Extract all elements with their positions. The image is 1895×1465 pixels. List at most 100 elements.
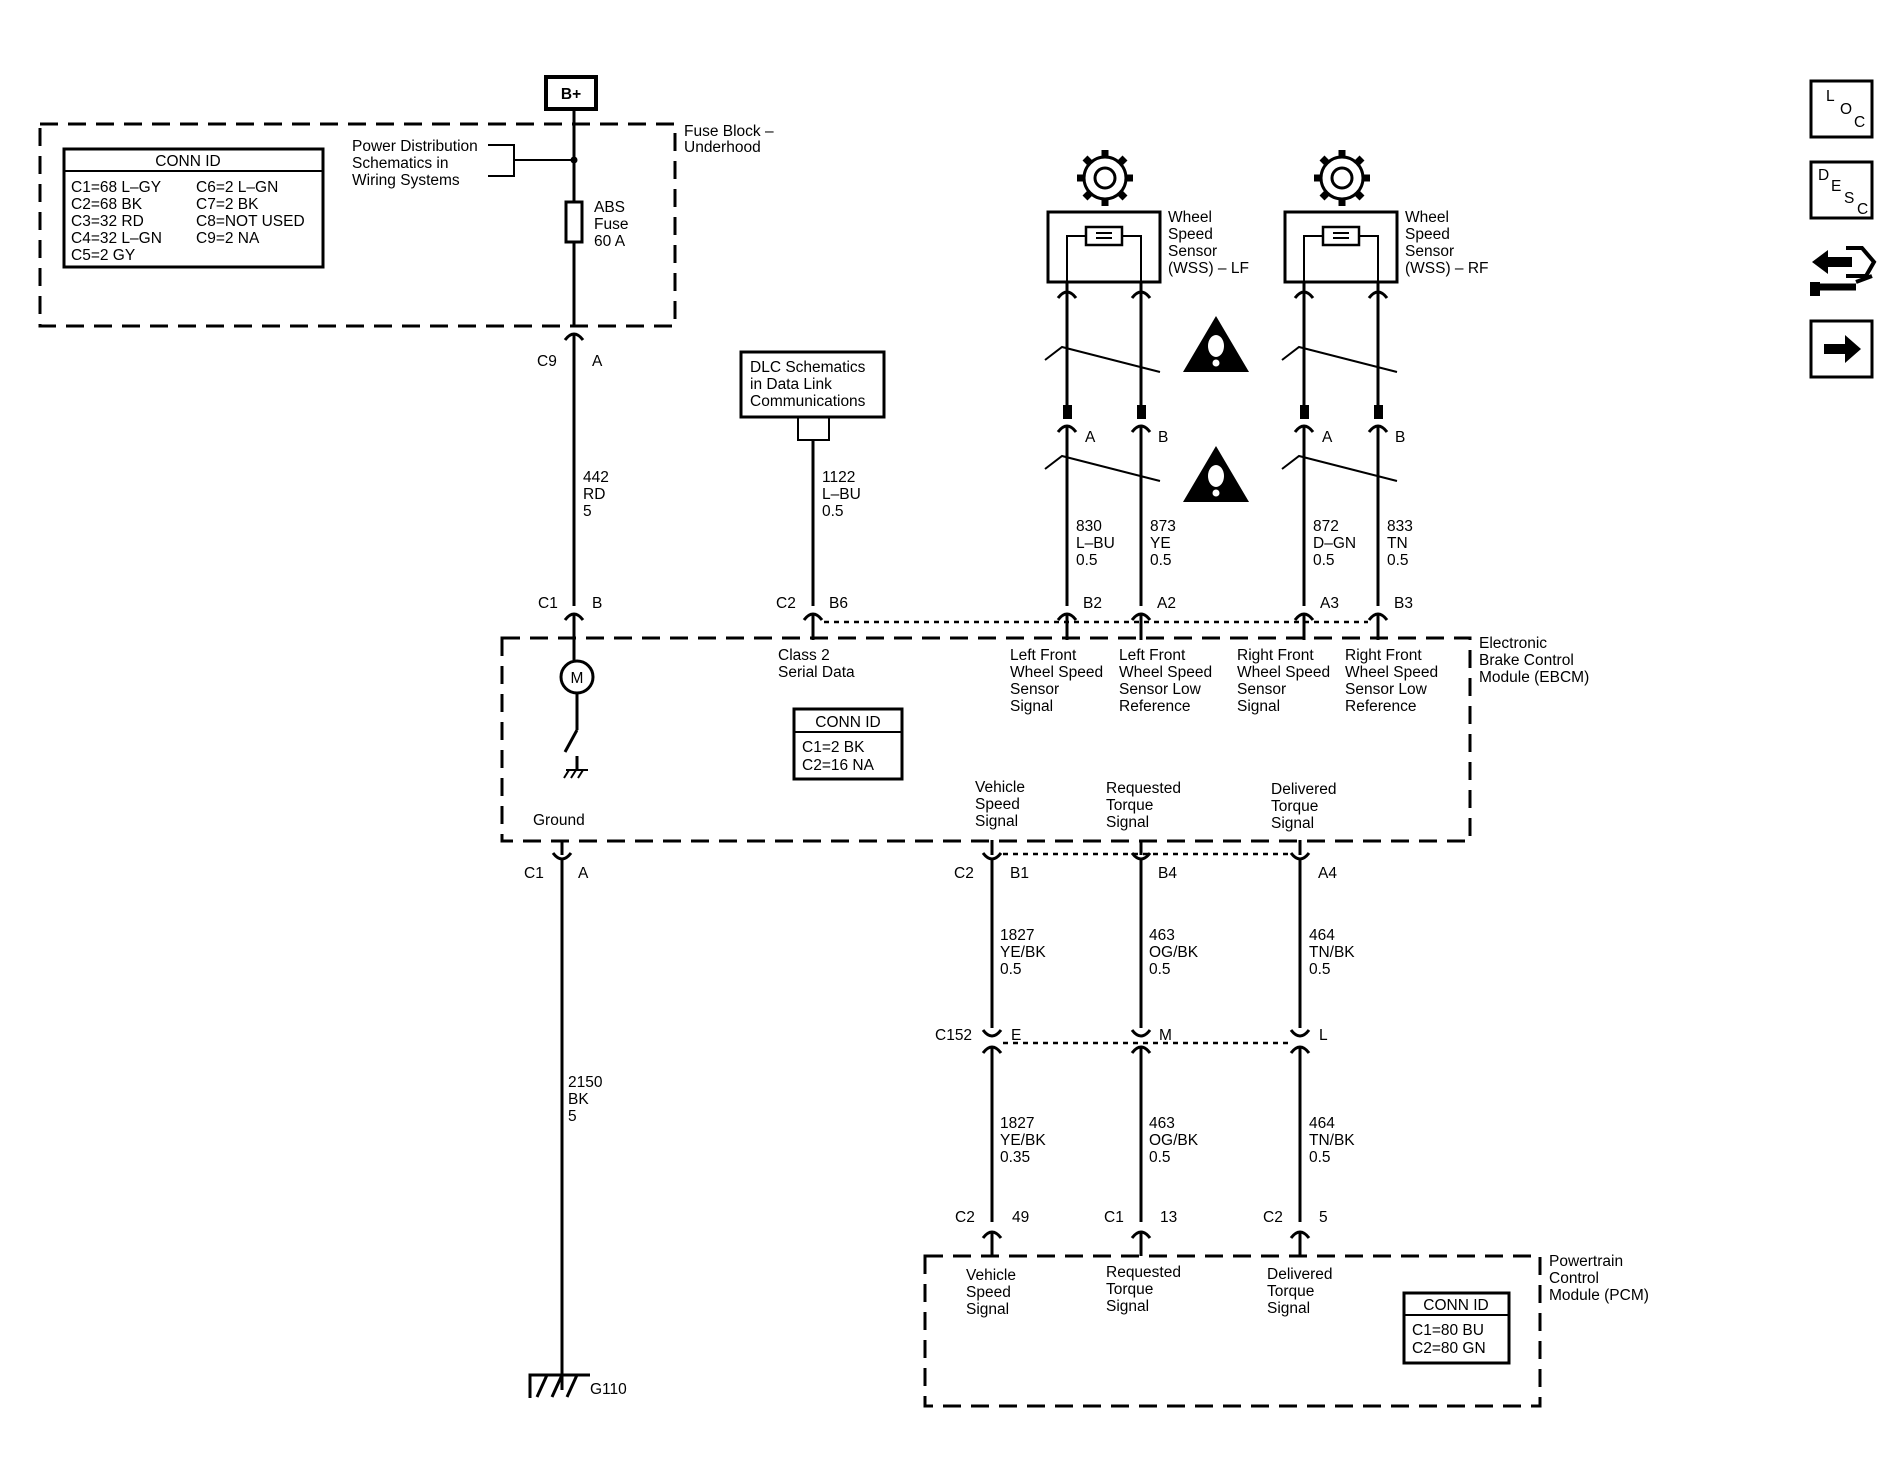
fuse-block-underhood (38, 122, 677, 328)
wire-442-color: RD (583, 486, 605, 503)
fuse-label-2: Fuse (594, 216, 628, 233)
fuse-conn-c9-label: C9 (537, 353, 557, 370)
wss-lf-pin-b: B (1158, 429, 1168, 446)
lf-ref-4: Reference (1119, 698, 1191, 715)
ebcm-module (500, 636, 1472, 843)
ebcm-conn-id-table: CONN ID C1=2 BK C2=16 NA (792, 707, 904, 781)
pcm-req-3: Signal (1106, 1298, 1149, 1315)
wire-833-circuit: 833 (1387, 518, 1413, 535)
rf-ref-1: Right Front (1345, 647, 1422, 664)
wss-rf-pin-a: A (1322, 429, 1333, 446)
ebcm-name-3: Module (EBCM) (1479, 669, 1589, 686)
loc-letter-l: L (1826, 88, 1835, 105)
pcm-c1-req: C1 (1104, 1209, 1124, 1226)
class2-label-1: Class 2 (778, 647, 830, 664)
dlc-reference-box: DLC Schematics in Data Link Communicatio… (739, 350, 886, 441)
desc-letter-e: E (1831, 178, 1841, 195)
fuse-block-name-1: Fuse Block – (684, 123, 774, 140)
wire-1827-gauge: 0.5 (1000, 961, 1022, 978)
arrow-right-icon (1824, 335, 1861, 363)
fuse-conn-c8: C8=NOT USED (196, 213, 305, 230)
wire-1827-circuit: 1827 (1000, 927, 1034, 944)
ebcm-pin-b2: B2 (1083, 595, 1102, 612)
wheel-speed-sensor-lf: Wheel Speed Sensor (WSS) – LF (1046, 150, 1249, 284)
lf-ref-3: Sensor Low (1119, 681, 1202, 698)
ebcm-pin-b6: B6 (829, 595, 848, 612)
pcm-name-3: Module (PCM) (1549, 1287, 1649, 1304)
next-page-button[interactable] (1809, 319, 1874, 379)
c152-pin-e: E (1011, 1027, 1021, 1044)
desc-letter-d: D (1818, 167, 1829, 184)
caution-icon (1183, 446, 1249, 502)
ebcm-del-2: Torque (1271, 798, 1318, 815)
ebcm-bottom-c1: C1 (524, 865, 544, 882)
c152-pin-l: L (1319, 1027, 1328, 1044)
ebcm-bottom-pin-a4: A4 (1318, 865, 1337, 882)
lf-ref-1: Left Front (1119, 647, 1186, 664)
fuse-conn-c5: C5=2 GY (71, 247, 135, 264)
ebcm-bottom-c2: C2 (954, 865, 974, 882)
pd-ref-1: Power Distribution (352, 138, 478, 155)
wire-464-circuit: 464 (1309, 927, 1335, 944)
pcm-conn-id-table: CONN ID C1=80 BU C2=80 GN (1402, 1291, 1511, 1365)
desc-letter-c: C (1857, 201, 1868, 218)
wss-rf-label-1: Wheel (1405, 209, 1449, 226)
ebcm-name-2: Brake Control (1479, 652, 1574, 669)
bplus-label: B+ (561, 86, 581, 103)
ebcm-req-3: Signal (1106, 814, 1149, 831)
fuse-conn-c9: C9=2 NA (196, 230, 260, 247)
wire-2150-circuit: 2150 (568, 1074, 603, 1091)
wire-463-lower-gauge: 0.5 (1149, 1149, 1171, 1166)
rf-signal-1: Right Front (1237, 647, 1314, 664)
pcm-pin-49: 49 (1012, 1209, 1029, 1226)
wire-1827-lower-circuit: 1827 (1000, 1115, 1034, 1132)
wss-rf-label-4: (WSS) – RF (1405, 260, 1489, 277)
fuse-block-name-2: Underhood (684, 139, 761, 156)
fuse-conn-c6: C6=2 L–GN (196, 179, 278, 196)
ebcm-pin-a2: A2 (1157, 595, 1176, 612)
c152-label: C152 (935, 1027, 972, 1044)
wire-1827-lower-gauge: 0.35 (1000, 1149, 1030, 1166)
ebcm-pin-b: B (592, 595, 602, 612)
pcm-del-2: Torque (1267, 1283, 1314, 1300)
loc-letter-o: O (1840, 101, 1852, 118)
ebcm-req-2: Torque (1106, 797, 1153, 814)
battery-positive: B+ (544, 75, 598, 111)
ebcm-pin-b3: B3 (1394, 595, 1413, 612)
wire-463-gauge: 0.5 (1149, 961, 1171, 978)
dlc-ref-2: in Data Link (750, 376, 832, 393)
pcm-module (923, 1254, 1542, 1408)
class2-label-2: Serial Data (778, 664, 855, 681)
gear-icon (1314, 150, 1370, 206)
pcm-name-2: Control (1549, 1270, 1599, 1287)
fuse-conn-c7: C7=2 BK (196, 196, 259, 213)
wire-464-gauge: 0.5 (1309, 961, 1331, 978)
wss-lf-label-1: Wheel (1168, 209, 1212, 226)
ebcm-bottom-pin-a: A (578, 865, 589, 882)
connector-view-button[interactable] (1810, 246, 1877, 296)
ebcm-pin-a3: A3 (1320, 595, 1339, 612)
fuse-conn-title: CONN ID (155, 153, 220, 170)
location-button[interactable]: L O C (1809, 79, 1874, 139)
wire-463-color: OG/BK (1149, 944, 1199, 961)
wire-872-color: D–GN (1313, 535, 1356, 552)
sensor-wire-harness (1044, 282, 1398, 606)
rf-signal-3: Sensor (1237, 681, 1286, 698)
pcm-vss-1: Vehicle (966, 1267, 1016, 1284)
motor-label: M (571, 670, 584, 687)
pcm-connectors (981, 1230, 1311, 1256)
pcm-del-3: Signal (1267, 1300, 1310, 1317)
ebcm-conn-c1: C1=2 BK (802, 739, 865, 756)
description-button[interactable]: D E S C (1809, 160, 1874, 220)
ebcm-ground-label: Ground (533, 812, 585, 829)
ebcm-c1-label: C1 (538, 595, 558, 612)
ebcm-vss-3: Signal (975, 813, 1018, 830)
wire-830-gauge: 0.5 (1076, 552, 1098, 569)
wire-830-color: L–BU (1076, 535, 1115, 552)
wss-rf-label-3: Sensor (1405, 243, 1454, 260)
pcm-c2-vss: C2 (955, 1209, 975, 1226)
wire-464-lower-circuit: 464 (1309, 1115, 1335, 1132)
wire-464-lower-gauge: 0.5 (1309, 1149, 1331, 1166)
wss-lf-label-2: Speed (1168, 226, 1213, 243)
